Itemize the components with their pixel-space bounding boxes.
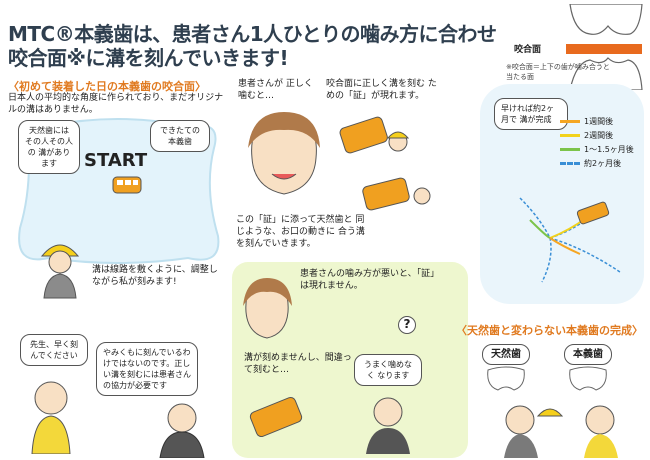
natural-tooth-icon: [487, 366, 525, 391]
patient-icon: [31, 381, 71, 454]
page-title-line1: MTC®本義歯は、患者さん1人ひとりの噛み方に合わせ: [8, 22, 497, 46]
legend-label: 1週間後: [584, 116, 614, 126]
occlusal-label: 咬合面: [514, 45, 542, 55]
patient-bite-text: 患者さんが 正しく噛むと…: [238, 79, 313, 101]
bad-worker-text: 溝が刻めませんし、間違って刻むと…: [244, 353, 352, 375]
legend-swatch: [560, 133, 580, 137]
legend-swatch: [560, 147, 580, 151]
evidence-train-illustration: [339, 116, 410, 154]
legend-swatch: [560, 119, 580, 123]
completion-time-bubble: 早ければ約2ヶ月で 溝が完成: [494, 98, 568, 130]
legend-label: 2週間後: [584, 130, 614, 140]
smiling-patient-icon: [248, 112, 320, 195]
legend-item: 2週間後: [560, 128, 646, 142]
bad-bite-text: 患者さんの噛み方が悪いと、「証」は現れません。: [300, 269, 440, 291]
doctor-explanation-bubble: やみくもに刻んでいるわけではないのです。正しい溝を刻むには患者さんの協力が必要で…: [96, 342, 198, 396]
natural-tooth-label: 天然歯: [482, 344, 530, 365]
completion-heading: 〈天然歯と変わらない本義歯の完成〉: [456, 324, 643, 337]
legend-label: 1〜1.5ヶ月後: [584, 144, 634, 154]
section1-heading: 〈初めて装着した日の本義歯の咬合面〉: [8, 80, 206, 93]
worker-icon: [40, 244, 80, 299]
legend-swatch: [560, 161, 580, 165]
natural-tooth-bubble: 天然歯には その人その人の 溝があります: [18, 120, 80, 174]
new-denture-bubble: できたての 本義歯: [150, 120, 210, 152]
page-title-line2: 咬合面※に溝を刻んでいきます!: [8, 46, 289, 70]
evidence-text: 咬合面に正しく溝を刻む ための「証」が現れます。: [326, 79, 437, 101]
question-mark: ?: [398, 316, 416, 334]
start-label: START: [84, 150, 148, 171]
occlusal-surface-diagram: [566, 4, 643, 90]
patient-request-bubble: 先生、早く刻んでください: [20, 334, 88, 366]
happy-characters-illustration: [504, 405, 618, 458]
follow-evidence-text: この「証」に添って天然歯と 同じような、お口の動きに 合う溝を刻んでいきます。: [236, 215, 365, 249]
evidence-train-2: [362, 177, 431, 211]
legend: 1週間後 2週間後 1〜1.5ヶ月後 約2ヶ月後: [560, 114, 646, 170]
groove-map: [519, 197, 621, 283]
train-icon: [112, 176, 142, 194]
occlusal-note: ※咬合面＝上下の歯が噛み合うと当たる面: [506, 63, 610, 81]
troubled-doctor-icon: [366, 397, 410, 454]
denture-label: 本義歯: [564, 344, 612, 365]
legend-item: 約2ヶ月後: [560, 156, 646, 170]
denture-tooth-icon: [569, 366, 607, 391]
bad-doctor-bubble: うまく噛めなく なります: [354, 354, 422, 386]
worried-patient-icon: [243, 278, 292, 339]
derailed-train-illustration: [249, 396, 303, 438]
legend-label: 約2ヶ月後: [584, 158, 622, 168]
section1-description: 日本人の平均的な角度に作られており、まだオリジナルの溝はありません。: [8, 93, 224, 115]
legend-item: 1〜1.5ヶ月後: [560, 142, 646, 156]
doctor-icon: [159, 403, 205, 458]
legend-item: 1週間後: [560, 114, 646, 128]
worker-speech: 溝は線路を敷くように、調整しながら私が刻みます!: [92, 265, 218, 287]
